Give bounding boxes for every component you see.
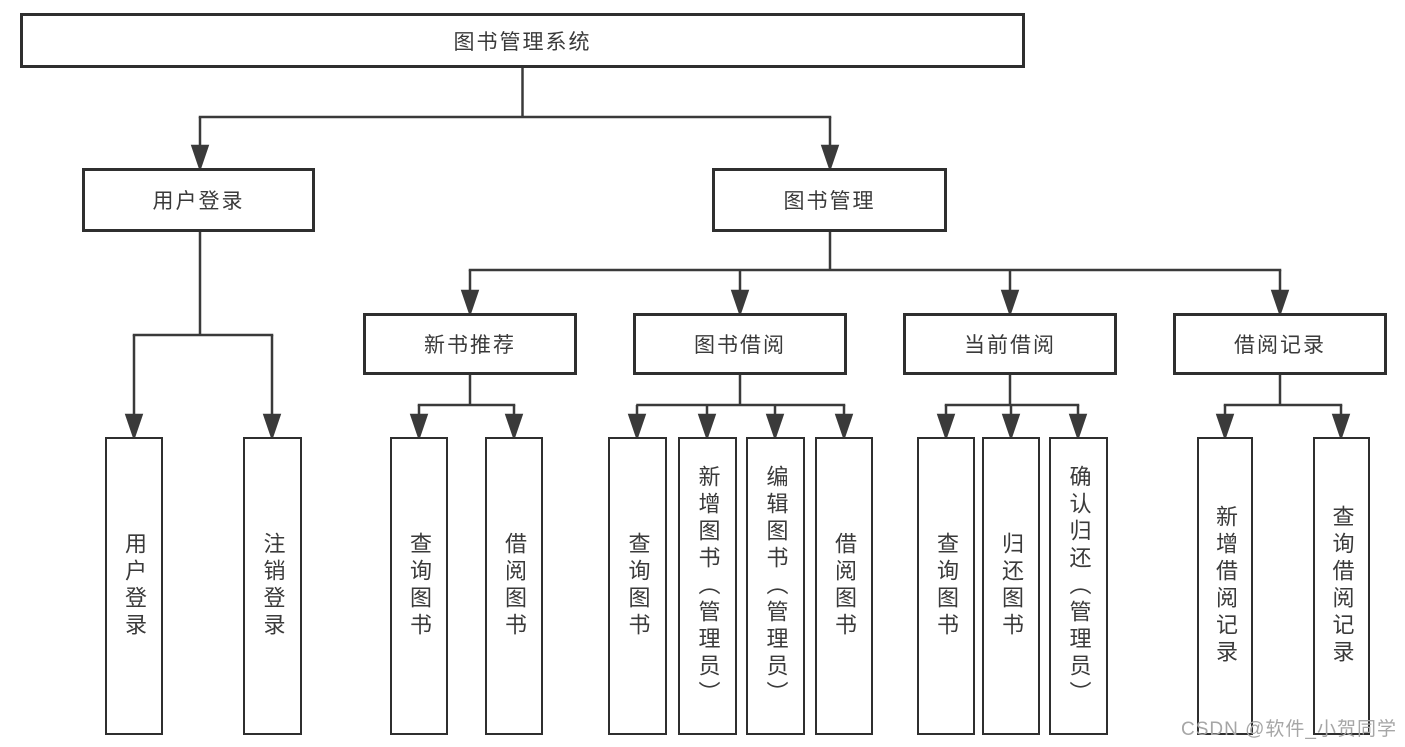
arrowhead: [936, 413, 956, 441]
leaf-add-borrow-record: 新增借阅记录: [1197, 437, 1253, 735]
arrowhead: [1331, 413, 1351, 441]
node-borrow-records: 借阅记录: [1173, 313, 1387, 375]
node-book-management: 图书管理: [712, 168, 947, 232]
node-book-borrow: 图书借阅: [633, 313, 847, 375]
arrowhead: [1001, 413, 1021, 441]
arrowhead: [627, 413, 647, 441]
leaf-add-books-admin: 新增图书（管理员）: [678, 437, 737, 735]
node-current-borrow: 当前借阅: [903, 313, 1117, 375]
arrowhead: [124, 413, 144, 441]
arrowhead: [190, 144, 210, 172]
leaf-edit-books-admin: 编辑图书（管理员）: [746, 437, 805, 735]
leaf-borrow-books-recommend: 借阅图书: [485, 437, 543, 735]
arrowhead: [834, 413, 854, 441]
arrowhead: [262, 413, 282, 441]
arrowhead: [460, 289, 480, 317]
arrowhead: [820, 144, 840, 172]
arrowhead: [1270, 289, 1290, 317]
leaf-query-borrow-record: 查询借阅记录: [1313, 437, 1370, 735]
arrowhead: [1068, 413, 1088, 441]
arrowhead: [1000, 289, 1020, 317]
arrowhead: [409, 413, 429, 441]
node-new-book-recommend: 新书推荐: [363, 313, 577, 375]
node-user-login: 用户登录: [82, 168, 315, 232]
leaf-query-books-recommend: 查询图书: [390, 437, 448, 735]
leaf-logout: 注销登录: [243, 437, 302, 735]
watermark-text: CSDN @软件_小贺同学: [1181, 719, 1397, 740]
leaf-confirm-return-admin: 确认归还（管理员）: [1049, 437, 1108, 735]
leaf-query-books-current: 查询图书: [917, 437, 975, 735]
arrowhead: [765, 413, 785, 441]
leaf-return-books: 归还图书: [982, 437, 1040, 735]
arrowhead: [730, 289, 750, 317]
arrowhead: [697, 413, 717, 441]
arrowhead: [1215, 413, 1235, 441]
leaf-borrow-books: 借阅图书: [815, 437, 873, 735]
arrowhead: [504, 413, 524, 441]
leaf-user-login: 用户登录: [105, 437, 163, 735]
node-library-system: 图书管理系统: [20, 13, 1025, 68]
leaf-query-books-borrow: 查询图书: [608, 437, 667, 735]
